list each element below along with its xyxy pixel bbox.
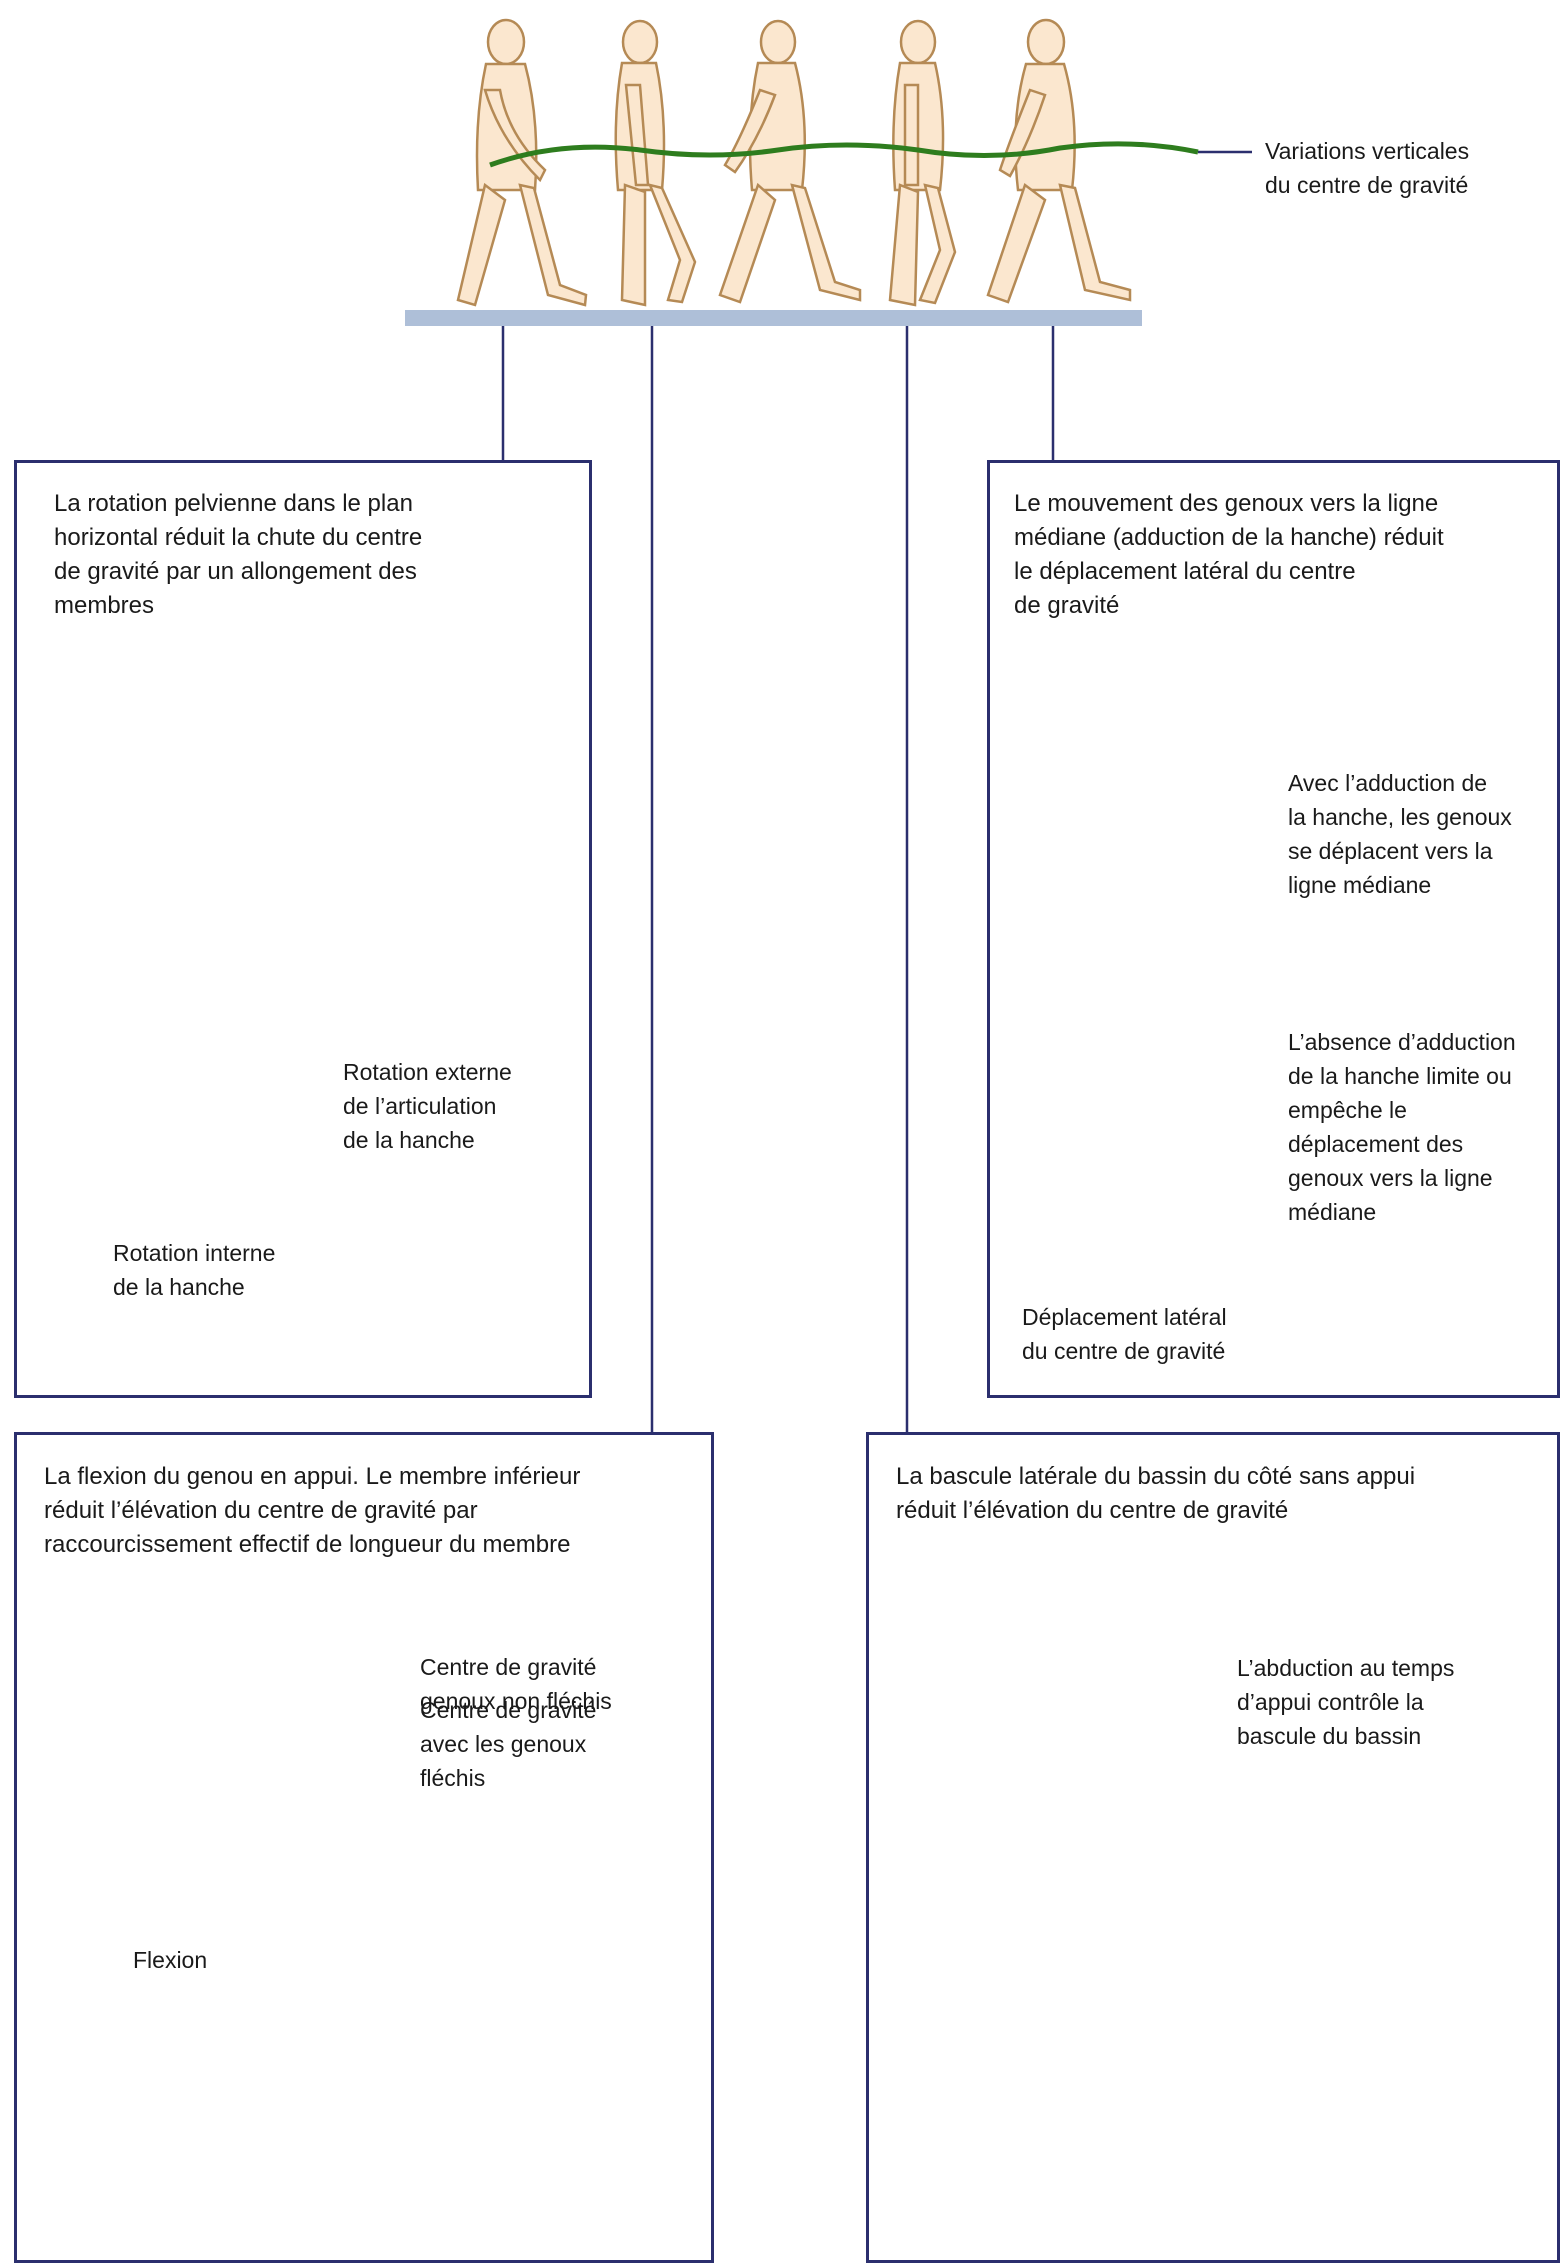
walking-figures [458, 20, 1130, 305]
walking-figure-4 [890, 21, 955, 305]
flexion-label: Flexion [133, 1943, 207, 1977]
panel-pelvic-tilt-title: La bascule latérale du bassin du côté sa… [896, 1460, 1415, 1528]
walking-figure-1 [458, 20, 586, 305]
lateral-shift-label: Déplacement latéral du centre de gravité [1022, 1300, 1227, 1368]
panel-pelvic-rotation-title: La rotation pelvienne dans le plan horiz… [54, 487, 422, 623]
external-rotation-label: Rotation externe de l’articulation de la… [343, 1055, 512, 1157]
walking-figure-5 [988, 20, 1130, 302]
walking-figure-2 [616, 21, 695, 305]
without-adduction-label: L’absence d’adduction de la hanche limit… [1288, 1025, 1516, 1229]
cog-wave-line [490, 144, 1198, 165]
panel-knee-adduction-title: Le mouvement des genoux vers la ligne mé… [1014, 487, 1444, 623]
with-adduction-label: Avec l’adduction de la hanche, les genou… [1288, 766, 1512, 902]
cog-variation-label: Variations verticales du centre de gravi… [1265, 134, 1469, 202]
ground-bar [405, 310, 1142, 326]
panel-knee-flexion-title: La flexion du genou en appui. Le membre … [44, 1460, 580, 1562]
panel-pelvic-tilt [866, 1432, 1560, 2263]
cog-flexed-label: Centre de gravité avec les genoux fléchi… [420, 1693, 596, 1795]
internal-rotation-label: Rotation interne de la hanche [113, 1236, 275, 1304]
walking-figure-3 [720, 21, 860, 302]
abduction-label: L’abduction au temps d’appui contrôle la… [1237, 1651, 1454, 1753]
